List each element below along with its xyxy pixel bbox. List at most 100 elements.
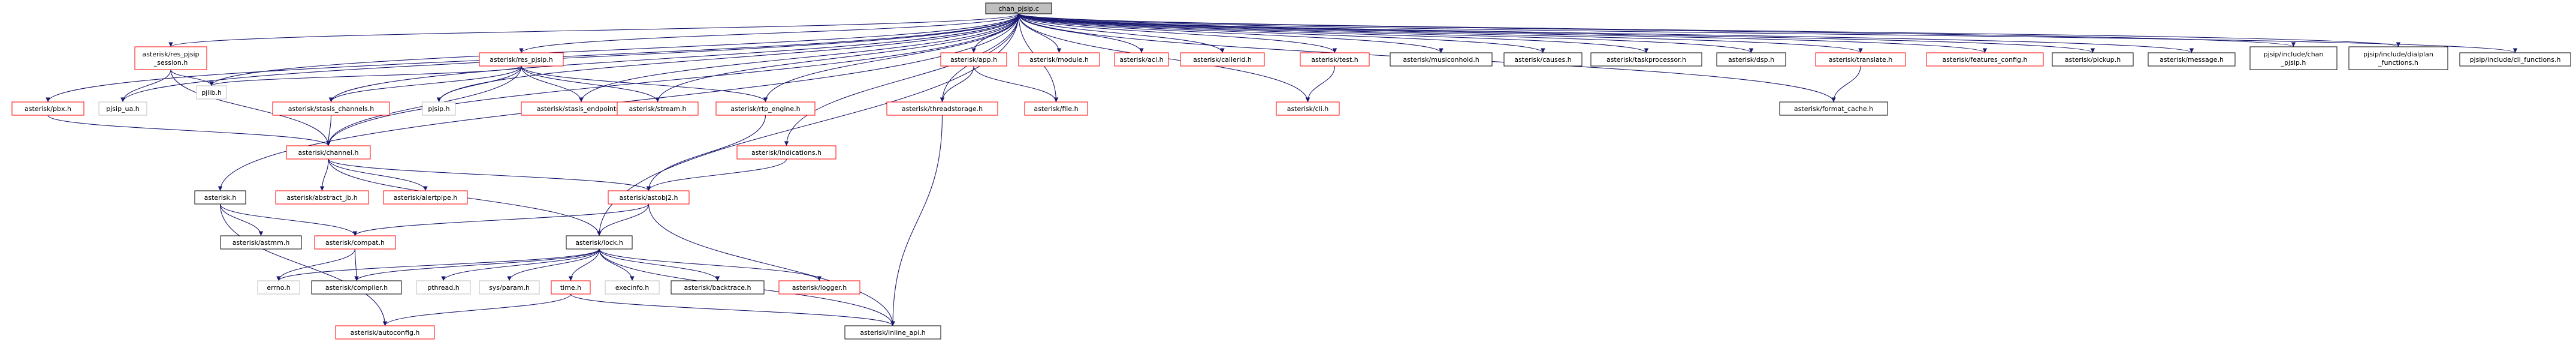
node-causes[interactable]: asterisk/causes.h [1503, 52, 1583, 67]
node-compat[interactable]: asterisk/compat.h [314, 235, 396, 250]
node-res_pjsip_session[interactable]: asterisk/res_pjsip_session.h [134, 46, 207, 70]
node-label: asterisk/app.h [950, 56, 997, 64]
edge-chan_pjsip-to-pjsip [436, 13, 1019, 103]
node-stasis_channels[interactable]: asterisk/stasis_channels.h [272, 101, 390, 116]
node-box [1276, 101, 1340, 116]
node-box [220, 235, 302, 250]
node-box [605, 280, 660, 295]
node-sysparam[interactable]: sys/param.h [479, 280, 540, 295]
node-label: asterisk/test.h [1311, 56, 1358, 64]
node-label: asterisk/rtp_engine.h [730, 105, 800, 113]
node-test[interactable]: asterisk/test.h [1300, 52, 1370, 67]
edge-indications-to-astobj2 [646, 158, 787, 191]
edge-res_pjsip_session-to-pjsip_ua [120, 69, 171, 103]
node-astobj2[interactable]: asterisk/astobj2.h [608, 190, 690, 205]
node-threadstorage[interactable]: asterisk/threadstorage.h [886, 101, 998, 116]
edge-chan_pjsip-to-test [1018, 13, 1337, 53]
edge-compat-to-errno [276, 248, 356, 281]
node-label: asterisk/module.h [1029, 56, 1089, 64]
node-box [286, 145, 371, 160]
edge-chan_pjsip-to-translate [1018, 13, 1863, 53]
edge-chan_pjsip-to-pjsip_ua [120, 13, 1019, 103]
node-label: asterisk/channel.h [298, 149, 359, 157]
node-box [479, 280, 540, 295]
node-callerid[interactable]: asterisk/callerid.h [1180, 52, 1265, 67]
edge-app-to-threadstorage [940, 65, 974, 103]
node-format_cache[interactable]: asterisk/format_cache.h [1779, 101, 1888, 116]
node-box [335, 325, 435, 340]
node-dsp[interactable]: asterisk/dsp.h [1716, 52, 1786, 67]
node-pjsip[interactable]: pjsip.h [422, 101, 456, 116]
edge-chan_pjsip-to-channel [326, 13, 1019, 146]
edge-chan_pjsip-to-pickup [1018, 13, 2095, 53]
node-lock[interactable]: asterisk/lock.h [566, 235, 633, 250]
node-backtrace[interactable]: asterisk/backtrace.h [671, 280, 765, 295]
node-module[interactable]: asterisk/module.h [1018, 52, 1100, 67]
node-compiler[interactable]: asterisk/compiler.h [311, 280, 402, 295]
edge-channel-to-alertpipe [328, 158, 428, 191]
node-box [11, 101, 84, 116]
node-time[interactable]: time.h [551, 280, 591, 295]
node-stasis_endpoints[interactable]: asterisk/stasis_endpoints.h [521, 101, 642, 116]
node-label: pthread.h [427, 284, 460, 292]
node-box [844, 325, 941, 340]
node-box [311, 280, 402, 295]
node-translate[interactable]: asterisk/translate.h [1815, 52, 1906, 67]
edge-compat-to-compiler [354, 248, 359, 281]
edge-chan_pjsip-to-res_pjsip [519, 13, 1019, 53]
node-rtp_engine[interactable]: asterisk/rtp_engine.h [715, 101, 816, 116]
edge-channel-to-abstract_jb [319, 158, 329, 191]
node-inline_api[interactable]: asterisk/inline_api.h [844, 325, 941, 340]
node-taskprocessor[interactable]: asterisk/taskprocessor.h [1590, 52, 1702, 67]
node-app[interactable]: asterisk/app.h [940, 52, 1007, 67]
edge-chan_pjsip-to-pjlib [209, 13, 1019, 86]
node-autoconfig[interactable]: asterisk/autoconfig.h [335, 325, 435, 340]
node-dialplan_functions[interactable]: pjsip/include/dialplan_functions.h [2348, 46, 2448, 70]
node-file[interactable]: asterisk/file.h [1024, 101, 1088, 116]
node-astmm[interactable]: asterisk/astmm.h [220, 235, 302, 250]
edge-res_pjsip-to-stasis_channels [328, 65, 522, 103]
node-cli[interactable]: asterisk/cli.h [1276, 101, 1340, 116]
node-label: pjsip/include/cli_functions.h [2470, 56, 2561, 64]
node-abstract_jb[interactable]: asterisk/abstract_jb.h [275, 190, 369, 205]
node-label: pjsip/include/dialplan [2363, 50, 2433, 58]
node-pjsip_ua[interactable]: pjsip_ua.h [98, 101, 147, 116]
node-label: asterisk/indications.h [751, 149, 822, 157]
node-pjlib[interactable]: pjlib.h [196, 85, 227, 100]
node-channel[interactable]: asterisk/channel.h [286, 145, 371, 160]
node-box [383, 190, 468, 205]
node-chan_pjsip_h[interactable]: pjsip/include/chan_pjsip.h [2249, 46, 2338, 70]
node-chan_pjsip[interactable]: chan_pjsip.c [985, 2, 1052, 14]
node-execinfo[interactable]: execinfo.h [605, 280, 660, 295]
node-label: execinfo.h [615, 284, 649, 292]
edge-chan_pjsip-to-taskprocessor [1018, 13, 1649, 53]
node-box [2052, 52, 2134, 67]
edge-res_pjsip-to-rtp_engine [521, 65, 768, 103]
node-label: asterisk/musiconhold.h [1403, 56, 1479, 64]
node-label: asterisk/stream.h [629, 105, 687, 113]
node-errno[interactable]: errno.h [257, 280, 300, 295]
node-pthread[interactable]: pthread.h [416, 280, 471, 295]
node-asterisk_h[interactable]: asterisk.h [194, 190, 246, 205]
node-stream[interactable]: asterisk/stream.h [617, 101, 699, 116]
node-label: time.h [560, 284, 581, 292]
node-pickup[interactable]: asterisk/pickup.h [2052, 52, 2134, 67]
node-alertpipe[interactable]: asterisk/alertpipe.h [383, 190, 468, 205]
node-indications[interactable]: asterisk/indications.h [736, 145, 836, 160]
edge-test-to-cli [1305, 65, 1336, 103]
node-message[interactable]: asterisk/message.h [2148, 52, 2236, 67]
edge-chan_pjsip-to-dsp [1018, 13, 1754, 53]
node-musiconhold[interactable]: asterisk/musiconhold.h [1390, 52, 1493, 67]
node-pbx[interactable]: asterisk/pbx.h [11, 101, 84, 116]
node-label: asterisk/backtrace.h [684, 284, 751, 292]
node-box [736, 145, 836, 160]
node-res_pjsip[interactable]: asterisk/res_pjsip.h [479, 52, 564, 67]
node-logger[interactable]: asterisk/logger.h [778, 280, 860, 295]
node-features_config[interactable]: asterisk/features_config.h [1926, 52, 2044, 67]
node-cli_functions[interactable]: pjsip/include/cli_functions.h [2459, 52, 2571, 67]
node-acl[interactable]: asterisk/acl.h [1114, 52, 1169, 67]
node-label: asterisk/dsp.h [1728, 56, 1774, 64]
node-label: sys/param.h [489, 284, 530, 292]
node-box [1180, 52, 1265, 67]
node-label: asterisk/pickup.h [2065, 56, 2121, 64]
